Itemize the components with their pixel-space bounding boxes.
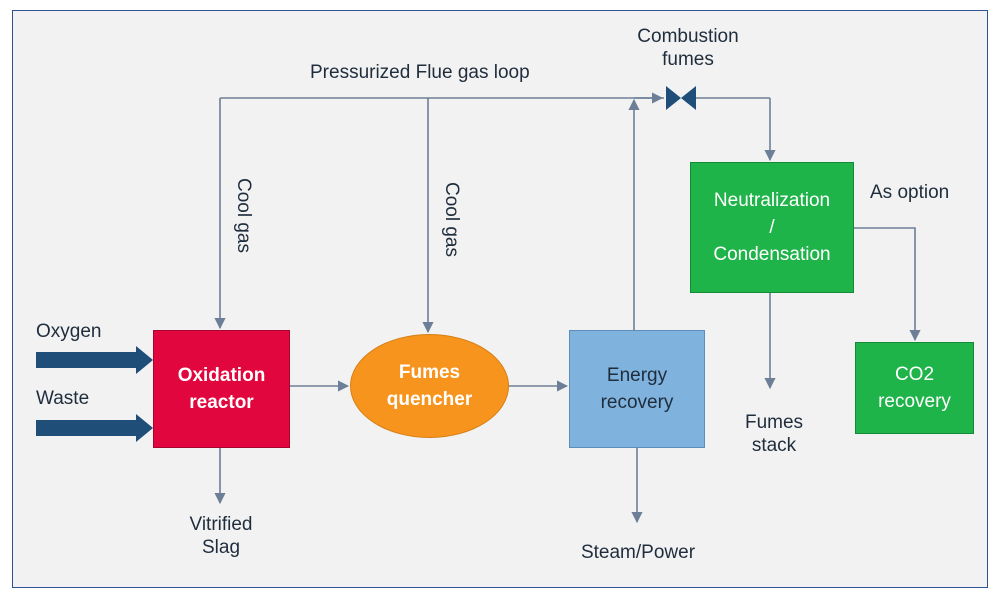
combustion-fumes-label: Combustion fumes	[637, 26, 739, 70]
fumes-quencher-label: Fumes quencher	[386, 362, 473, 410]
oxygen-label: Oxygen	[36, 321, 102, 342]
energy-recovery-label: Energy recovery	[600, 365, 674, 413]
fumes-stack-label: Fumes stack	[744, 412, 804, 456]
fumes-quencher-box: Fumes quencher	[350, 334, 509, 438]
diagram-frame	[12, 10, 988, 588]
oxygen-input-arrow	[36, 346, 153, 374]
oxidation-reactor-label: Oxidation reactor	[177, 365, 266, 413]
valve-icon	[666, 86, 696, 110]
neutralization-condensation-label: Neutralization / Condensation	[713, 190, 831, 265]
co2-recovery-box: CO2 recovery	[855, 342, 974, 434]
as-option-label: As option	[870, 182, 950, 203]
vitrified-slag-label: Vitrified Slag	[189, 514, 253, 558]
co2-recovery-label: CO2 recovery	[878, 364, 951, 412]
co2-option-connector	[854, 227, 921, 342]
energy-recovery-box: Energy recovery	[569, 330, 705, 448]
flue-gas-loop-label: Pressurized Flue gas loop	[310, 62, 530, 83]
cool-gas-left-label: Cool gas	[233, 178, 254, 253]
oxidation-reactor-box: Oxidation reactor	[153, 330, 290, 448]
waste-input-arrow	[36, 414, 153, 442]
cool-gas-right-label: Cool gas	[441, 182, 462, 257]
waste-label: Waste	[36, 388, 90, 409]
neutralization-condensation-box: Neutralization / Condensation	[690, 162, 854, 293]
steam-power-label: Steam/Power	[580, 542, 696, 563]
